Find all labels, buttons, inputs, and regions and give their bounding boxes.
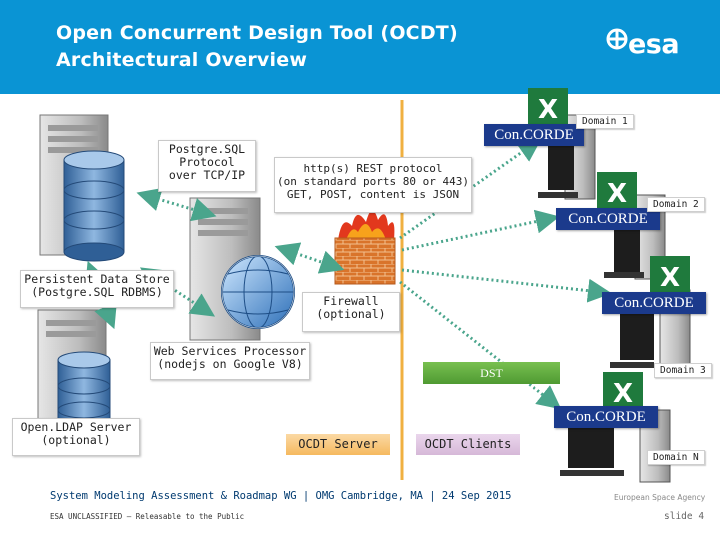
domain-label-3: Domain 3 bbox=[654, 363, 712, 378]
concorde-badge-1: Con.CORDE bbox=[484, 124, 584, 146]
rest-protocol-line-1: http(s) REST protocol bbox=[303, 162, 443, 175]
ldap-line-2: (optional) bbox=[41, 433, 111, 447]
domain-label-2: Domain 2 bbox=[647, 197, 705, 212]
footer-agency: European Space Agency bbox=[614, 493, 706, 502]
firewall-icon bbox=[334, 210, 396, 285]
slide-number: slide 4 bbox=[664, 511, 705, 522]
svg-text:X: X bbox=[613, 379, 633, 409]
postgres-protocol-line-1: Postgre.SQL bbox=[168, 142, 246, 156]
rest-protocol-line-3: GET, POST, content is JSON bbox=[286, 188, 460, 201]
legend-ocdt-server: OCDT Server bbox=[286, 434, 390, 455]
header-bar: Open Concurrent Design Tool (OCDT) Archi… bbox=[0, 0, 720, 94]
web-services-line-2: (nodejs on Google V8) bbox=[157, 357, 303, 371]
data-store-line-1: Persistent Data Store bbox=[24, 272, 170, 286]
database-server-icon bbox=[39, 114, 125, 262]
svg-text:X: X bbox=[660, 263, 680, 293]
arrow-to-domain-2 bbox=[401, 209, 560, 252]
legend-ocdt-clients: OCDT Clients bbox=[416, 434, 520, 455]
firewall-line-2: (optional) bbox=[316, 307, 386, 321]
postgres-protocol-label: Postgre.SQL Protocol over TCP/IP bbox=[158, 140, 256, 192]
dst-bar: DST bbox=[423, 362, 560, 384]
web-services-server-icon bbox=[189, 197, 295, 341]
domain-label-1: Domain 1 bbox=[576, 114, 634, 129]
ldap-line-1: Open.LDAP Server bbox=[20, 420, 132, 434]
arrow-webservices-to-firewall bbox=[274, 242, 345, 274]
arrow-to-domain-3 bbox=[401, 268, 612, 303]
title-line-1: Open Concurrent Design Tool (OCDT) bbox=[56, 22, 458, 44]
slide-title: Open Concurrent Design Tool (OCDT) Archi… bbox=[56, 20, 458, 74]
workstation-icon-1: X bbox=[528, 88, 596, 200]
domain-label-n: Domain N bbox=[647, 450, 705, 465]
postgres-protocol-line-3: over TCP/IP bbox=[168, 168, 246, 182]
postgres-protocol-line-2: Protocol bbox=[179, 155, 235, 169]
dst-subtitle: (Domain Specific Tool) bbox=[447, 385, 537, 395]
firewall-label: Firewall (optional) bbox=[302, 292, 400, 332]
concorde-badge-3: Con.CORDE bbox=[602, 292, 706, 314]
arrow-db-to-ldap-left bbox=[85, 260, 117, 330]
concorde-badge-2: Con.CORDE bbox=[556, 208, 660, 230]
web-services-line-1: Web Services Processor bbox=[153, 344, 307, 358]
footer-classification: ESA UNCLASSIFIED – Releasable to the Pub… bbox=[50, 512, 245, 521]
rest-protocol-label: http(s) REST protocol (on standard ports… bbox=[274, 157, 472, 213]
footer-event: System Modeling Assessment & Roadmap WG … bbox=[50, 490, 512, 502]
data-store-label: Persistent Data Store (Postgre.SQL RDBMS… bbox=[20, 270, 174, 308]
concorde-badge-4: Con.CORDE bbox=[554, 406, 658, 428]
esa-logo-icon bbox=[606, 28, 628, 50]
web-services-label: Web Services Processor (nodejs on Google… bbox=[150, 342, 310, 380]
data-store-line-2: (Postgre.SQL RDBMS) bbox=[31, 285, 163, 299]
rest-protocol-line-2: (on standard ports 80 or 443) bbox=[276, 175, 470, 188]
ldap-label: Open.LDAP Server (optional) bbox=[12, 418, 140, 456]
svg-text:X: X bbox=[607, 179, 627, 209]
svg-text:X: X bbox=[538, 95, 558, 125]
esa-logo-text: esa bbox=[628, 29, 680, 60]
title-line-2: Architectural Overview bbox=[56, 49, 308, 71]
firewall-line-1: Firewall bbox=[323, 294, 379, 308]
